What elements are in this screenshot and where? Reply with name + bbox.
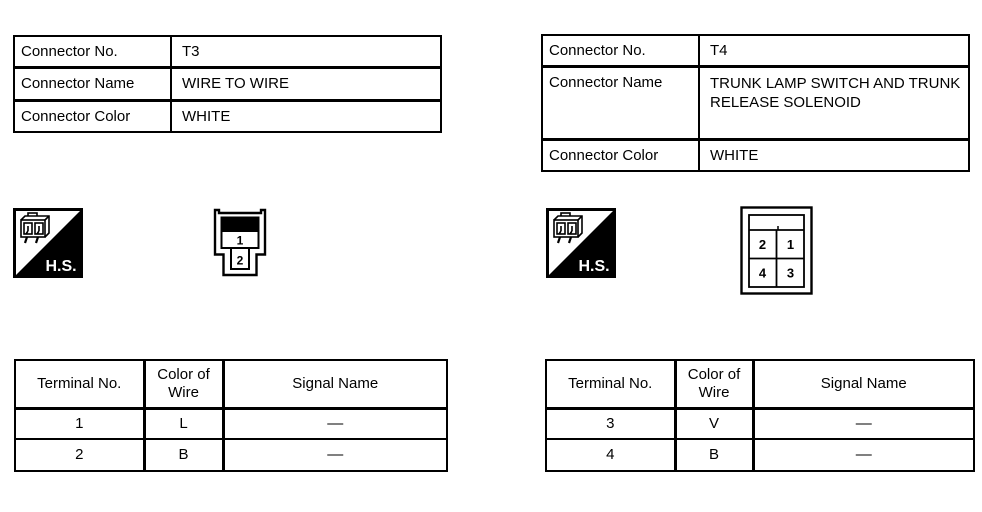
hs-label: H.S.: [45, 258, 76, 275]
pin-cavity-3: 3: [787, 266, 794, 281]
signal-name-cell: —: [222, 407, 448, 440]
connector-housing-outline: [213, 208, 267, 277]
terminal-no-cell: 3: [545, 407, 676, 440]
connector-t4-pinout-diagram: 2 1 4 3: [740, 206, 813, 295]
connector-color-label: Connector Color: [541, 138, 700, 172]
connector-housing-outline: [740, 206, 813, 295]
wire-color-cell: B: [673, 438, 755, 472]
table-row: Connector Color WHITE: [13, 99, 442, 133]
table-row: Connector No. T4: [541, 34, 970, 67]
wire-color-cell: V: [673, 407, 755, 440]
signal-name-header: Signal Name: [222, 359, 448, 410]
table-row: Connector Color WHITE: [541, 138, 970, 172]
terminal-table-t3: Terminal No. Color of Wire Signal Name 1…: [14, 359, 448, 472]
table-row: 3 V —: [545, 407, 975, 440]
table-row: Connector Name WIRE TO WIRE: [13, 65, 442, 102]
connector-info-table-t3: Connector No. T3 Connector Name WIRE TO …: [13, 35, 442, 133]
signal-name-header: Signal Name: [752, 359, 975, 410]
connector-name-value: WIRE TO WIRE: [170, 65, 442, 102]
connector-key-bar: [221, 217, 259, 232]
pin-cavity-4: 4: [759, 266, 767, 281]
connector-no-label: Connector No.: [541, 34, 700, 67]
color-of-wire-header: Color of Wire: [673, 359, 755, 410]
terminal-no-cell: 1: [14, 407, 145, 440]
pin-cavity-1: 1: [237, 234, 244, 248]
connector-name-label: Connector Name: [13, 65, 172, 102]
table-header-row: Terminal No. Color of Wire Signal Name: [545, 359, 975, 410]
connector-color-value: WHITE: [170, 99, 442, 133]
hs-badge-icon: H.S.: [13, 208, 83, 278]
terminal-no-header: Terminal No.: [14, 359, 145, 410]
connector-color-value: WHITE: [698, 138, 970, 172]
pin-cavity-2: 2: [759, 237, 766, 252]
table-row: Connector Name TRUNK LAMP SWITCH AND TRU…: [541, 64, 970, 141]
connector-no-value: T3: [170, 35, 442, 68]
pin-cavity-2-frame: [230, 247, 250, 270]
connector-info-table-t4: Connector No. T4 Connector Name TRUNK LA…: [541, 34, 970, 172]
hs-badge-icon: H.S.: [546, 208, 616, 278]
pin-cavity-2: 2: [237, 254, 244, 268]
connector-no-value: T4: [698, 34, 970, 67]
connector-color-label: Connector Color: [13, 99, 172, 133]
table-header-row: Terminal No. Color of Wire Signal Name: [14, 359, 448, 410]
pin-cavity-1: 1: [787, 237, 794, 252]
connector-no-label: Connector No.: [13, 35, 172, 68]
table-row: 2 B —: [14, 438, 448, 472]
connector-glyph-icon: [20, 212, 50, 244]
table-row: 1 L —: [14, 407, 448, 440]
connector-name-label: Connector Name: [541, 64, 700, 141]
signal-name-cell: —: [222, 438, 448, 472]
signal-name-cell: —: [752, 438, 975, 472]
hs-badge-diagonal: [16, 211, 80, 275]
terminal-no-header: Terminal No.: [545, 359, 676, 410]
color-of-wire-header: Color of Wire: [142, 359, 225, 410]
table-row: 4 B —: [545, 438, 975, 472]
connector-glyph-icon: [553, 212, 583, 244]
connector-name-value: TRUNK LAMP SWITCH AND TRUNK RELEASE SOLE…: [698, 64, 970, 141]
hs-badge-diagonal: [549, 211, 613, 275]
terminal-no-cell: 2: [14, 438, 145, 472]
table-row: Connector No. T3: [13, 35, 442, 68]
signal-name-cell: —: [752, 407, 975, 440]
hs-label: H.S.: [578, 258, 609, 275]
connector-t3-pinout-diagram: 1 2: [213, 208, 267, 277]
wire-color-cell: L: [142, 407, 225, 440]
terminal-table-t4: Terminal No. Color of Wire Signal Name 3…: [545, 359, 975, 472]
terminal-no-cell: 4: [545, 438, 676, 472]
wire-color-cell: B: [142, 438, 225, 472]
